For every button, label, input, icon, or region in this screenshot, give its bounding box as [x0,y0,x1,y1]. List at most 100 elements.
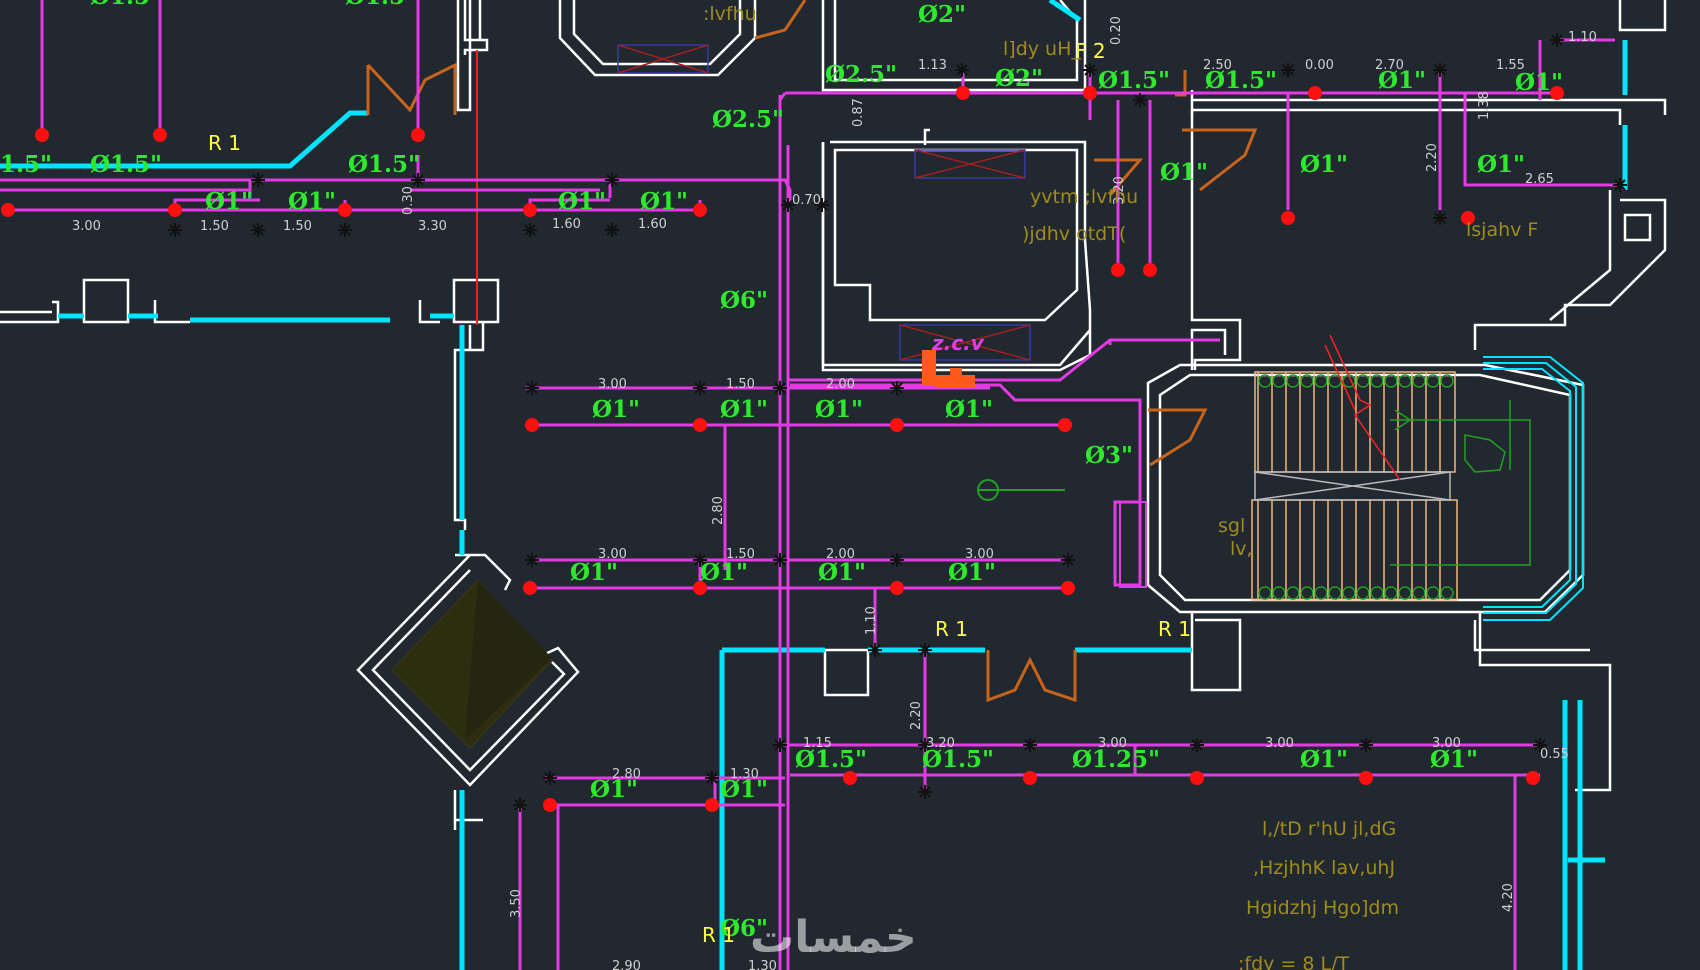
fitting-cross [605,223,619,237]
fitting-cross [1613,178,1627,192]
riser-label: R 1 [208,131,241,155]
fitting-cross [773,738,787,752]
fitting-cross [1061,553,1075,567]
fitting-cross [1433,211,1447,225]
stair-baluster [1314,586,1328,600]
outlet-point [153,128,167,142]
dimension: 2.20 [1425,143,1440,172]
stair-baluster [1356,586,1370,600]
stair-baluster [1272,374,1286,388]
pipe-label: Ø1" [558,188,606,215]
outlet-point [523,581,537,595]
dimension: 3.20 [926,736,955,751]
pipe-label: Ø1" [1515,69,1563,96]
stair-break-line [1324,334,1401,481]
pipe-label: Ø1.25" [1072,746,1160,773]
fitting-cross [543,771,557,785]
stair-baluster [1300,374,1314,388]
fitting-cross [1281,63,1295,77]
pipe-label: Ø1.5" [922,746,994,773]
dimension: 1.60 [638,217,667,232]
stair-arrow [1390,400,1531,566]
outlet-point [890,581,904,595]
dimension: 2.20 [909,701,924,730]
fitting-cross [705,771,719,785]
room-label: Hgidzhj Hgo]dm [1246,897,1399,919]
stair-baluster [1314,374,1328,388]
pipe-label: Ø3" [1085,442,1133,469]
pipe-label: Ø1" [1477,151,1525,178]
fitting-cross [605,173,619,187]
stair-baluster [1328,586,1342,600]
pipe-label: Ø1" [818,559,866,586]
dimension: 1.50 [283,219,312,234]
fitting-cross [1359,738,1373,752]
stair-baluster [1258,374,1272,388]
stair-baluster [1272,586,1286,600]
dimension: 3.50 [509,889,524,918]
riser-label: R 1 [1158,617,1191,641]
fitting-cross [890,553,904,567]
room-label: l]dy uH_ [1003,38,1081,60]
fitting-cross [918,643,932,657]
outlet-point [1143,263,1157,277]
level-marker [977,479,1065,501]
fitting-cross [1133,93,1147,107]
dimension: 0.20 [1109,16,1124,45]
stair-baluster [1258,586,1272,600]
fitting-cross [251,223,265,237]
dimension: 1.60 [552,217,581,232]
dimension: 3.00 [965,547,994,562]
dimension: 1.38 [1477,91,1492,120]
doors [366,0,1258,703]
fitting-cross [890,381,904,395]
stair-baluster [1286,374,1300,388]
dimension: 2.00 [826,547,855,562]
outlets [1,86,1564,812]
dimension: 3.30 [418,219,447,234]
dimension: 1.30 [748,959,777,970]
column-triangle [465,580,552,740]
fitting-cross [513,798,527,812]
pipe-label: Ø1" [1300,151,1348,178]
valve-marker [922,350,975,387]
fitting-cross [251,173,265,187]
outlet-point [338,203,352,217]
stair-landing [1254,471,1451,501]
pipe-label: Ø1" [948,559,996,586]
fitting-cross [523,223,537,237]
riser-labels: R 1 R 1 R 1 R 1 F 2 [208,39,1191,947]
stair-baluster [1300,586,1314,600]
fitting-cross [1533,738,1547,752]
outlet-point [1190,771,1204,785]
dimension: 1.55 [1496,58,1525,73]
pipe-label: Ø1" [570,559,618,586]
room-labels: :lvfhu l]dy uH_ yvtm ;lvfhu )jdhv otdT( … [703,3,1538,970]
room-label: lsjahv F [1466,219,1538,241]
dimension: 2.90 [612,959,641,970]
outlet-point [525,418,539,432]
outlet-point [35,128,49,142]
outlet-point [693,203,707,217]
stair-baluster [1370,586,1384,600]
dimension: 4.20 [1501,883,1516,912]
fitting-cross [1083,63,1097,77]
pipe-label: Ø1.5" [795,746,867,773]
dimension: 2.80 [711,496,726,525]
dimension: 1.10 [1568,30,1597,45]
pipe-label: Ø1" [720,396,768,423]
stairs [1251,371,1458,601]
pipe-label: Ø1" [1378,67,1426,94]
stair-baluster [1398,586,1412,600]
outlet-point [1281,211,1295,225]
outlet-point [1058,418,1072,432]
stair-baluster [1426,374,1440,388]
dimension: 3.00 [1265,736,1294,751]
dimension: 2.80 [612,767,641,782]
stair-baluster [1412,586,1426,600]
dimension: 1.50 [200,219,229,234]
fitting-cross [815,198,829,212]
fitting-cross [168,223,182,237]
fitting-cross [1550,33,1564,47]
